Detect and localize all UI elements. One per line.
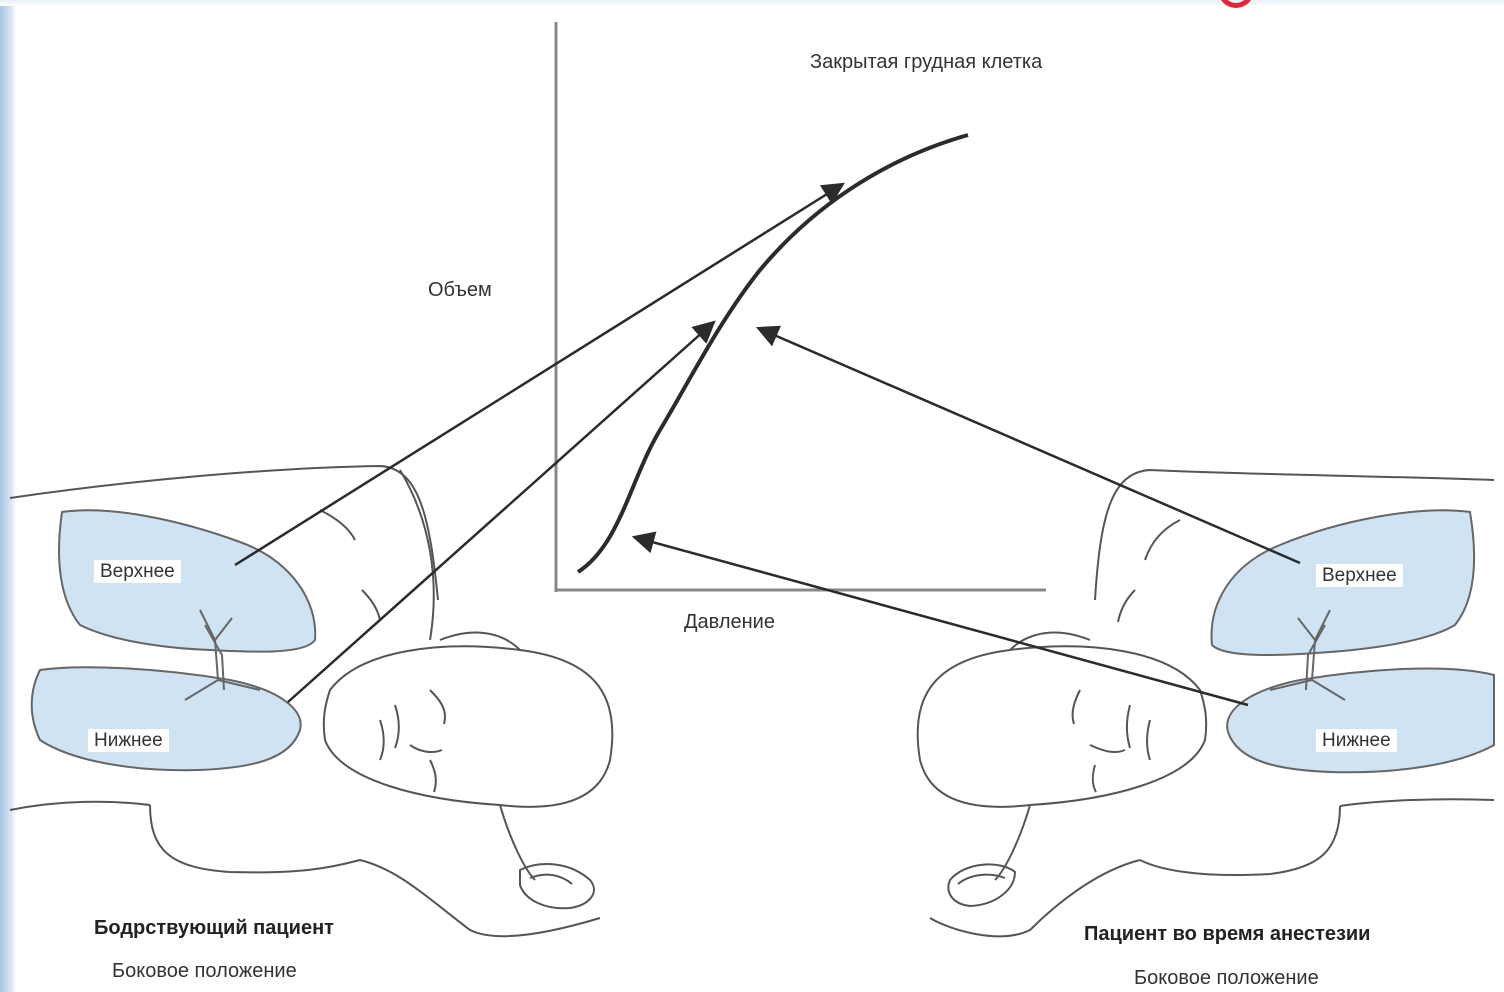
chart-label-closed-chest: Закрытая грудная клетка (810, 52, 1042, 72)
right-subcaption: Боковое положение (1134, 968, 1319, 988)
y-axis-label: Объем (428, 280, 492, 300)
left-lower-lung-label: Нижнее (88, 729, 169, 752)
left-upper-lung-label: Верхнее (94, 560, 181, 583)
right-caption: Пациент во время анестезии (1084, 924, 1370, 944)
left-caption: Бодрствующий пациент (94, 918, 334, 938)
axes (556, 22, 1046, 592)
right-upper-lung-label: Верхнее (1316, 564, 1403, 587)
compliance-curve (578, 135, 968, 572)
right-lower-lung-label: Нижнее (1316, 729, 1397, 752)
arrow-left-lower (288, 322, 714, 702)
arrow-left-upper (235, 184, 843, 565)
left-subcaption: Боковое положение (112, 961, 297, 981)
arrow-right-upper (758, 328, 1300, 563)
left-lungs (32, 510, 315, 770)
x-axis-label: Давление (684, 612, 775, 632)
